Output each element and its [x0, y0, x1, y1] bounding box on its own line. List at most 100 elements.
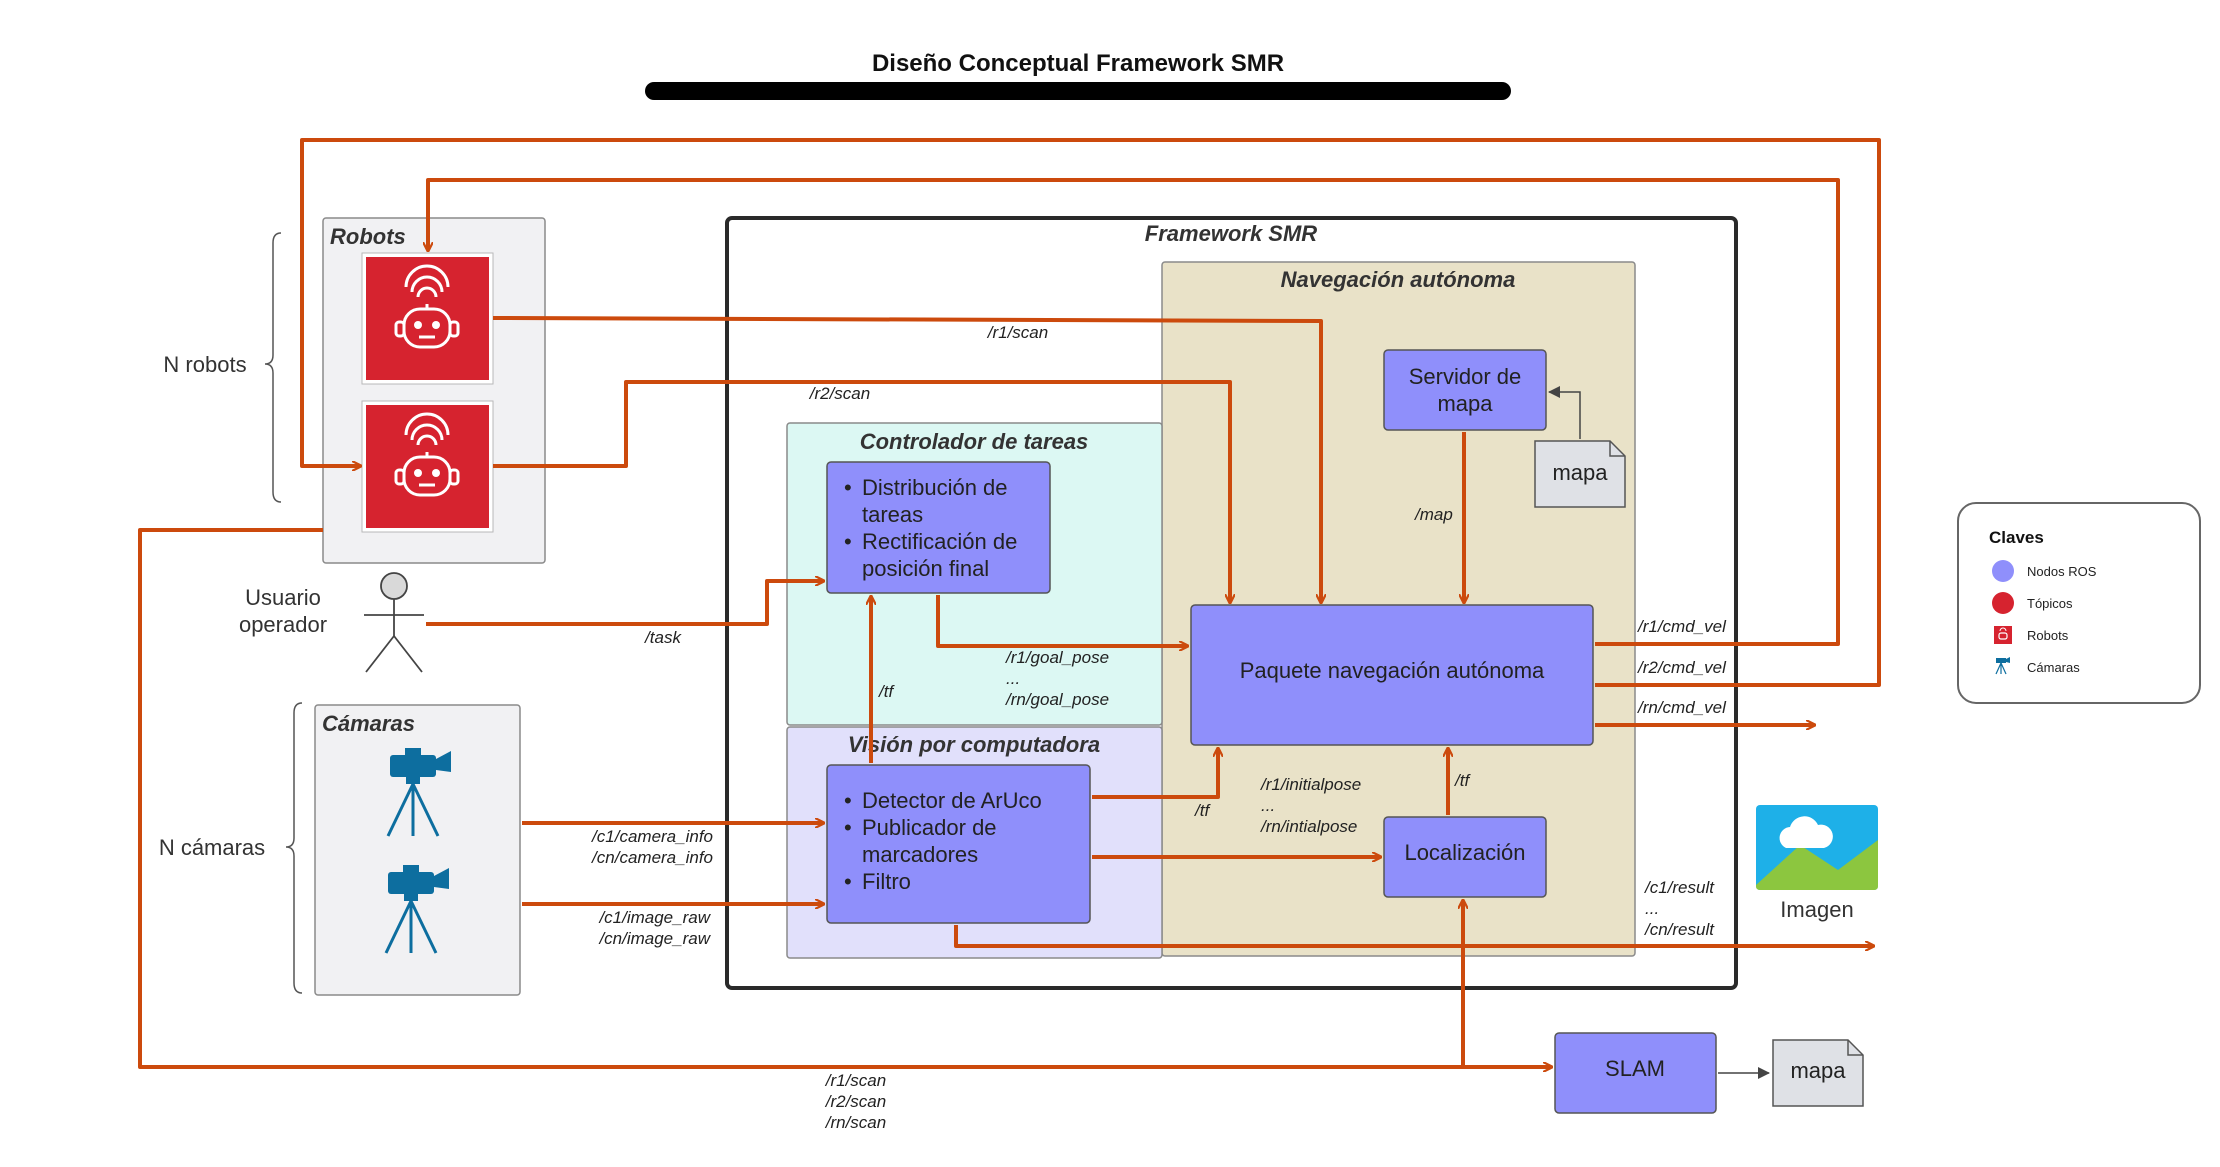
arrow-map-file: [1548, 386, 1581, 439]
robot-1: [361, 252, 494, 385]
vision-node-items: • Detector de ArUco • Publicador de marc…: [844, 788, 1042, 894]
nav-group-label: Navegación autónoma: [1281, 267, 1516, 292]
nav-package-label: Paquete navegación autónoma: [1240, 658, 1545, 683]
topic-cmd-vel-1: /r1/cmd_vel: [1637, 617, 1727, 636]
bullet: •: [844, 529, 852, 554]
topic-initialpose-1: /r1/initialpose: [1260, 775, 1361, 794]
diagram-title: Diseño Conceptual Framework SMR: [872, 50, 1284, 77]
arrow-r2-scan: [493, 380, 1230, 602]
localization-label: Localización: [1404, 840, 1525, 865]
cameras-bracket-label: N cámaras: [159, 835, 265, 860]
camera-icon: [384, 865, 449, 954]
connections: [138, 138, 1881, 1067]
vision-item-2a: Publicador de: [862, 815, 997, 840]
legend-label-topics: Tópicos: [2027, 596, 2073, 611]
bullet: •: [844, 788, 852, 813]
controller-item-1a: Distribución de: [862, 475, 1008, 500]
robot-2: [361, 400, 494, 533]
framework-box: [725, 216, 1738, 990]
topic-map: /map: [1414, 505, 1453, 524]
map-output-document: mapa: [1772, 1039, 1864, 1107]
user-operator-icon: [364, 572, 424, 673]
map-input-document: mapa: [1534, 440, 1626, 508]
topic-scans-1: /r1/scan: [825, 1071, 886, 1090]
image-label: Imagen: [1780, 897, 1853, 922]
gray-connections: [1548, 386, 1770, 1079]
bullet: •: [844, 815, 852, 840]
legend-title: Claves: [1989, 528, 2044, 547]
image-icon: [1756, 805, 1878, 890]
topic-initialpose-2: ...: [1261, 796, 1275, 815]
bullet: •: [844, 869, 852, 894]
user-label-line2: operador: [239, 612, 327, 637]
arrow-scans-slam: [138, 528, 1551, 1067]
slam-node: [1554, 1032, 1717, 1114]
localization-node: [1383, 816, 1547, 898]
title-underline: [645, 82, 1511, 100]
map-input-label: mapa: [1552, 460, 1608, 485]
legend-label-robots: Robots: [2027, 628, 2069, 643]
arrow-r1-cmd-vel: [428, 178, 1840, 646]
legend-label-cameras: Cámaras: [2027, 660, 2080, 675]
topic-cmd-vel-3: /rn/cmd_vel: [1637, 698, 1727, 717]
arrow-r2-cmd-vel: [300, 138, 1881, 687]
topic-scans-2: /r2/scan: [825, 1092, 886, 1111]
topic-r2-scan: /r2/scan: [809, 384, 870, 403]
controller-node-items: • Distribución de tareas • Rectificación…: [844, 475, 1017, 581]
camera-icon: [386, 748, 451, 837]
topic-r1-scan: /r1/scan: [987, 323, 1048, 342]
topic-goal-pose-3: /rn/goal_pose: [1005, 690, 1109, 709]
user-label-line1: Usuario: [245, 585, 321, 610]
topic-result-3: /cn/result: [1644, 920, 1715, 939]
cameras-group-label: Cámaras: [322, 711, 415, 736]
cameras-bracket: [285, 702, 303, 994]
controller-item-1b: tareas: [862, 502, 923, 527]
topic-goal-pose-2: ...: [1006, 669, 1020, 688]
topic-goal-pose-1: /r1/goal_pose: [1005, 648, 1109, 667]
arrow-task: [426, 581, 823, 626]
robot-icon: [394, 264, 460, 349]
arrow-r1-scan: [492, 316, 1321, 602]
topic-tf-controller: /tf: [878, 682, 895, 701]
topic-camera-info-2: /cn/camera_info: [591, 848, 713, 867]
robots-group-label: Robots: [330, 224, 406, 249]
topic-result-2: ...: [1645, 899, 1659, 918]
topic-labels: /r1/scan /r2/scan /task /tf /r1/goal_pos…: [591, 323, 1727, 1132]
controller-node: [826, 461, 1051, 594]
topic-initialpose-3: /rn/intialpose: [1260, 817, 1357, 836]
vision-item-3: Filtro: [862, 869, 911, 894]
controller-item-2b: posición final: [862, 556, 989, 581]
topic-circle-icon: [1992, 592, 2014, 614]
topic-cmd-vel-2: /r2/cmd_vel: [1637, 658, 1727, 677]
topic-result-1: /c1/result: [1644, 878, 1715, 897]
arrow-goal-pose: [936, 595, 1187, 646]
topic-scans-3: /rn/scan: [825, 1113, 886, 1132]
map-output-label: mapa: [1790, 1058, 1846, 1083]
vision-node: [826, 764, 1091, 924]
topic-image-raw-1: /c1/image_raw: [598, 908, 711, 927]
bullet: •: [844, 475, 852, 500]
vision-item-2b: marcadores: [862, 842, 978, 867]
topic-image-raw-2: /cn/image_raw: [598, 929, 711, 948]
arrow-result: [954, 925, 1873, 946]
camera-legend-icon: [1995, 657, 2010, 675]
topic-task: /task: [644, 628, 682, 647]
robot-legend-icon: [1994, 626, 2012, 644]
controller-item-2a: Rectificación de: [862, 529, 1017, 554]
map-server-line1: Servidor de: [1409, 364, 1522, 389]
map-server-node: [1383, 349, 1547, 431]
legend: Claves Nodos ROS Tópicos Robots Cámaras: [1957, 502, 2201, 704]
legend-label-nodes: Nodos ROS: [2027, 564, 2097, 579]
robots-bracket: [264, 232, 282, 503]
topic-tf-localization: /tf: [1454, 771, 1471, 790]
robot-icon: [394, 412, 460, 497]
vision-item-1: Detector de ArUco: [862, 788, 1042, 813]
map-server-line2: mapa: [1437, 391, 1493, 416]
nav-package-node: [1190, 604, 1594, 746]
robots-bracket-label: N robots: [163, 352, 246, 377]
framework-label: Framework SMR: [1145, 221, 1317, 246]
ros-node-circle-icon: [1992, 560, 2014, 582]
slam-label: SLAM: [1605, 1056, 1665, 1081]
